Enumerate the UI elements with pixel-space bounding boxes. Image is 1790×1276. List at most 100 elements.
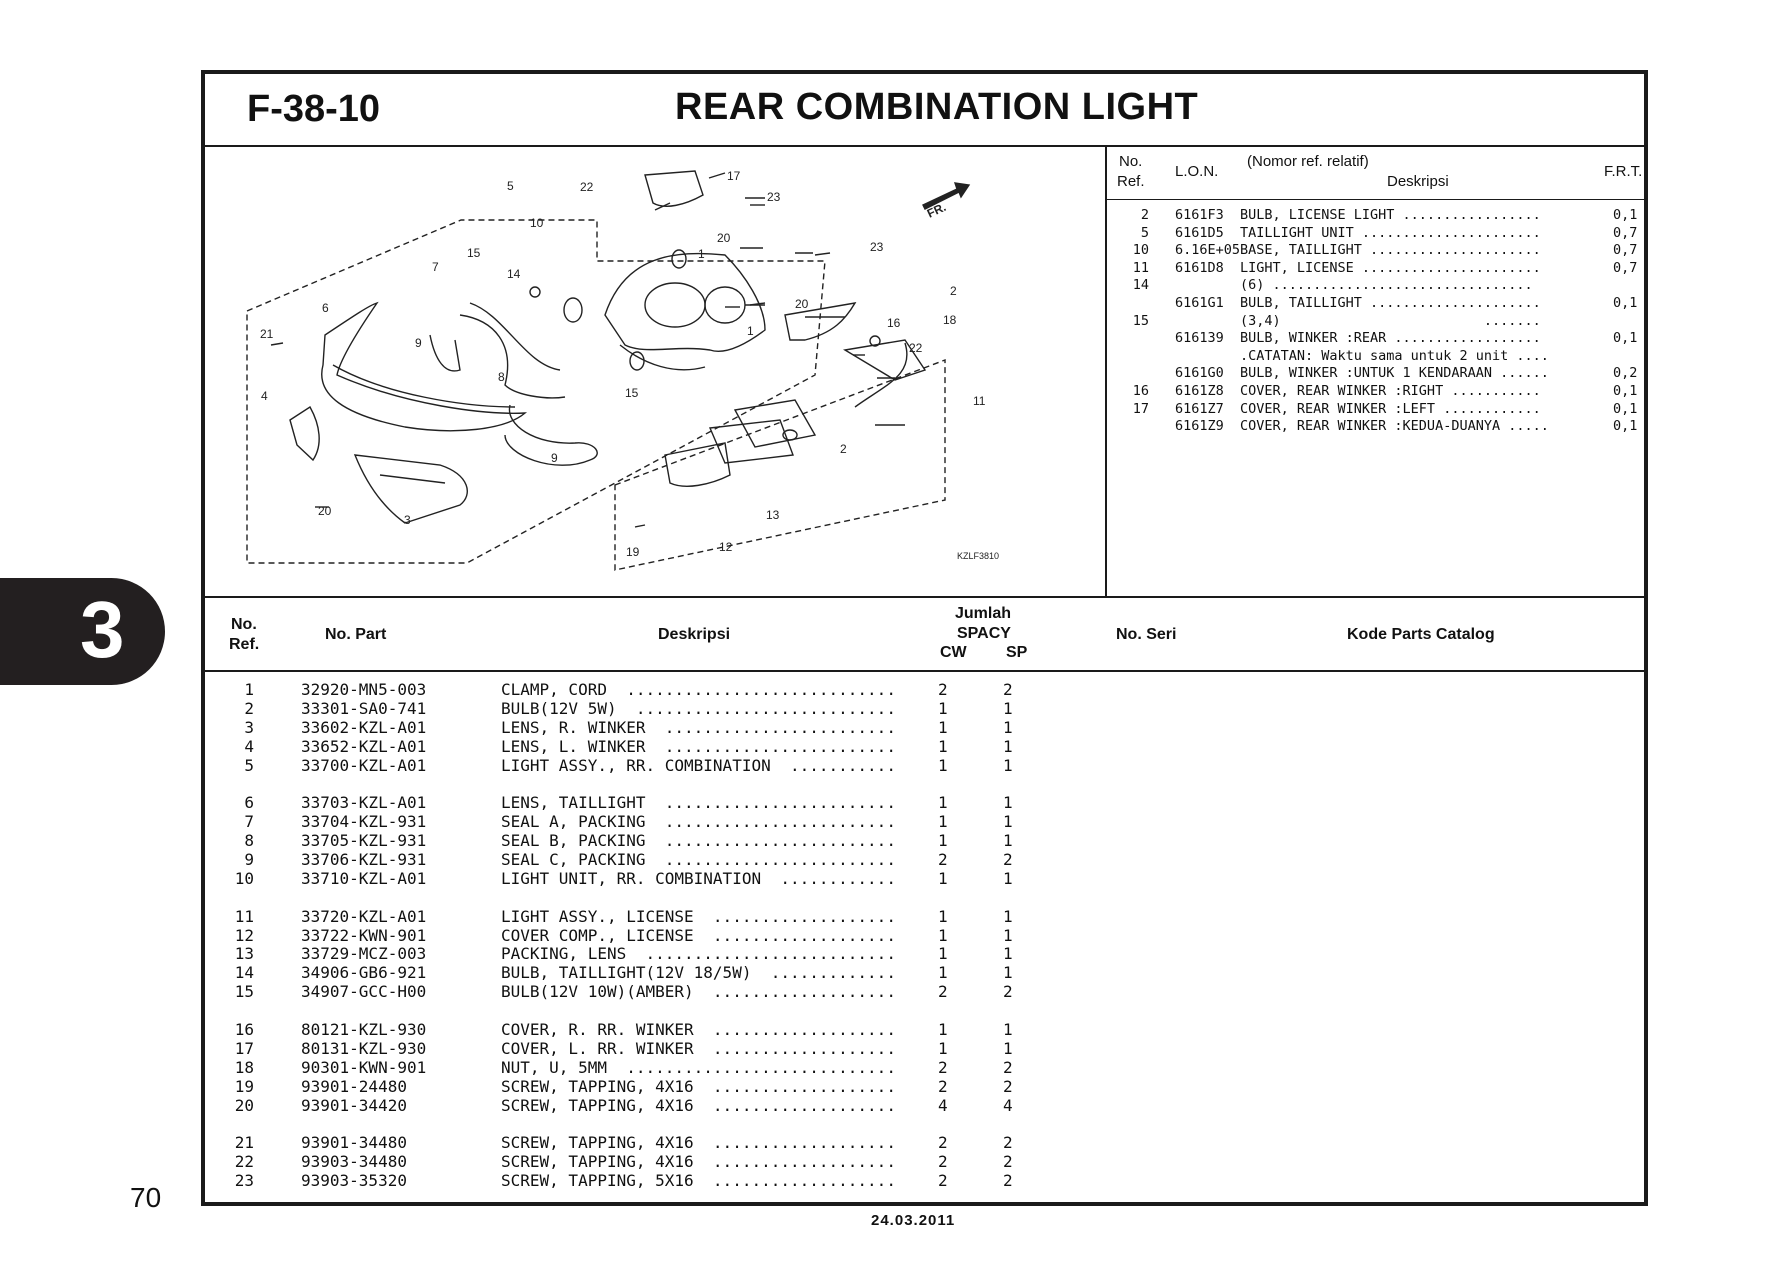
- part-ref: 5: [244, 755, 254, 775]
- part-number: 33706-KZL-931: [301, 850, 427, 870]
- callout-label: 13: [766, 508, 780, 522]
- callout-label: 23: [870, 240, 884, 254]
- lon-code: 6161G1: [1175, 294, 1224, 311]
- callout-label: 21: [260, 327, 274, 341]
- lon-frt: 0,1: [1613, 418, 1638, 435]
- group-spacer: [205, 1001, 1644, 1020]
- lon-frt: 0,1: [1613, 207, 1638, 223]
- part-desc: LENS, L. WINKER ........................: [501, 736, 896, 756]
- lon-frt: 0,7: [1613, 259, 1638, 276]
- lon-row: 14(6) ................................: [1107, 277, 1644, 295]
- part-number: 33301-SA0-741: [301, 698, 427, 718]
- lon-desc: (6) ................................: [1240, 277, 1533, 294]
- callout-label: 5: [507, 179, 514, 193]
- section-divider: [205, 596, 1644, 598]
- part-number: 90301-KWN-901: [301, 1057, 427, 1077]
- part-desc: LENS, TAILLIGHT ........................: [501, 793, 896, 813]
- callout-label: 23: [767, 190, 781, 204]
- qty-sp: 1: [1003, 698, 1013, 718]
- callout-label: 6: [322, 301, 329, 315]
- qty-cw: 1: [938, 925, 948, 945]
- lon-desc: COVER, REAR WINKER :KEDUA-DUANYA .....: [1240, 418, 1549, 435]
- drawing-code: KZLF3810: [957, 551, 999, 561]
- lon-frt: 0,2: [1613, 365, 1638, 382]
- qty-cw: 2: [938, 850, 948, 870]
- callout-label: 15: [467, 246, 481, 260]
- part-number: 93901-34420: [301, 1095, 407, 1115]
- catalog-page-frame: F-38-10 REAR COMBINATION LIGHT: [201, 70, 1648, 1206]
- part-number: 80131-KZL-930: [301, 1038, 427, 1058]
- part-ref: 18: [234, 1057, 254, 1077]
- qty-cw: 1: [938, 1020, 948, 1040]
- lon-code: 6161D5: [1175, 224, 1224, 241]
- part-number: 33652-KZL-A01: [301, 736, 427, 756]
- part-desc: PACKING, LENS ..........................: [501, 944, 896, 964]
- lon-table-header: No. Ref. L.O.N. (Nomor ref. relatif) Des…: [1107, 145, 1644, 200]
- lon-frt: 0,1: [1613, 294, 1638, 311]
- callout-label: 22: [909, 341, 923, 355]
- part-desc: LIGHT ASSY., RR. COMBINATION ...........: [501, 755, 896, 775]
- part-ref: 17: [234, 1038, 254, 1058]
- callout-label: 9: [551, 451, 558, 465]
- qty-cw: 2: [938, 1076, 948, 1096]
- qty-cw: 1: [938, 812, 948, 832]
- exploded-diagram: 5 22 17 23 10 20 1 15 7 14 23 6 20 1 16 …: [205, 145, 1107, 596]
- qty-sp: 1: [1003, 736, 1013, 756]
- part-ref: 1: [244, 680, 254, 699]
- lon-frt: 0,1: [1613, 382, 1638, 399]
- part-ref: 3: [244, 717, 254, 737]
- qty-cw: 1: [938, 944, 948, 964]
- lon-frt: 0,1: [1613, 400, 1638, 417]
- qty-cw: 1: [938, 793, 948, 813]
- qty-cw: 2: [938, 680, 948, 699]
- part-ref: 16: [234, 1020, 254, 1040]
- callout-label: 20: [318, 504, 332, 518]
- qty-sp: 1: [1003, 812, 1013, 832]
- lon-desc: COVER, REAR WINKER :LEFT ............: [1240, 400, 1541, 417]
- part-desc: COVER, L. RR. WINKER ...................: [501, 1038, 896, 1058]
- qty-sp: 1: [1003, 925, 1013, 945]
- part-desc: BULB(12V 10W)(AMBER) ...................: [501, 982, 896, 1002]
- part-desc: SCREW, TAPPING, 4X16 ...................: [501, 1133, 896, 1153]
- part-ref: 21: [234, 1133, 254, 1153]
- part-number: 34906-GB6-921: [301, 963, 427, 983]
- callout-label: 2: [840, 442, 847, 456]
- lon-ref: 17: [1132, 400, 1149, 417]
- qty-cw: 1: [938, 755, 948, 775]
- lon-desc: BASE, TAILLIGHT .....................: [1240, 242, 1541, 259]
- page-number: 70: [130, 1182, 162, 1213]
- callout-label: 15: [625, 386, 639, 400]
- part-ref: 2: [244, 698, 254, 718]
- lon-header-ref: Ref.: [1117, 173, 1145, 190]
- lon-frt: 0,1: [1613, 330, 1638, 347]
- qty-cw: 2: [938, 1171, 948, 1191]
- callout-label: 7: [432, 260, 439, 274]
- lon-desc: .CATATAN: Waktu sama untuk 2 unit ....: [1240, 347, 1549, 364]
- qty-sp: 1: [1003, 963, 1013, 983]
- part-number: 33710-KZL-A01: [301, 868, 427, 888]
- parts-header-part: No. Part: [325, 626, 387, 643]
- callout-label: 14: [507, 267, 521, 281]
- qty-sp: 2: [1003, 1171, 1013, 1191]
- part-ref: 23: [234, 1171, 254, 1191]
- callout-label: 4: [261, 389, 268, 403]
- qty-cw: 2: [938, 1152, 948, 1172]
- qty-cw: 1: [938, 868, 948, 888]
- callout-label: 3: [404, 513, 411, 527]
- part-desc: SCREW, TAPPING, 5X16 ...................: [501, 1171, 896, 1191]
- part-number: 33720-KZL-A01: [301, 906, 427, 926]
- part-ref: 10: [234, 868, 254, 888]
